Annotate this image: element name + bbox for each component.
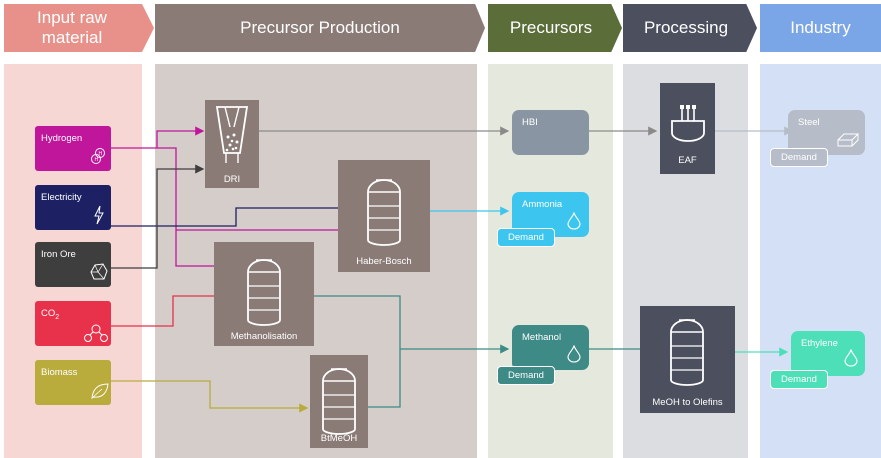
eaf-label: EAF [678,155,697,166]
haber-bosch-label: Haber-Bosch [356,256,412,267]
hbi-label: HBI [522,117,538,128]
flow-biomass [111,380,309,413]
input-co2: CO2 [35,301,111,346]
rock-icon [90,263,108,280]
co2-subscript: 2 [55,313,60,321]
reactor-column-icon [670,319,704,386]
reactor-column-icon [367,179,401,246]
steel-beam-icon [837,133,860,147]
flow-electricity [111,203,355,227]
header-industry: Industry [760,4,881,52]
btmeoh-label: BtMeOH [320,433,358,444]
co2-molecule-icon [84,324,108,342]
flow-iron-ore [111,164,205,269]
input-iron-ore: Iron Ore [35,242,111,287]
electricity-label: Electricity [41,192,82,203]
dri-label: DRI [223,174,241,185]
methanolisation-label: Methanolisation [230,331,298,342]
header-processing: Processing [623,4,757,52]
methanolisation-unit: Methanolisation [214,242,314,346]
header-precursor-production: Precursor Production [155,4,485,52]
ethylene-label: Ethylene [801,338,838,349]
leaf-icon [91,383,109,399]
input-hydrogen: Hydrogen H H [35,126,111,171]
furnace-icon [215,106,249,163]
input-biomass: Biomass [35,360,111,405]
droplet-icon [567,212,581,230]
steel-demand-label: Demand [781,152,817,163]
svg-text:H: H [95,157,99,163]
methanol-card: Methanol [512,325,589,370]
methanol-demand-label: Demand [508,370,544,381]
haber-bosch-unit: Haber-Bosch [338,160,430,272]
ammonia-demand-label: Demand [508,232,544,243]
methanol-label: Methanol [522,332,562,343]
biomass-label: Biomass [41,367,78,378]
hydrogen-molecule-icon: H H [91,148,105,164]
co2-label: CO2 [41,308,59,321]
hbi-card: HBI [512,110,589,155]
lightning-bolt-icon [94,205,104,225]
ammonia-demand-badge: Demand [497,228,555,247]
header-industry-text: Industry [790,18,851,37]
co2-text: CO [41,308,56,319]
header-input: Input raw material [4,4,154,52]
iron-ore-label: Iron Ore [41,249,76,260]
electric-arc-furnace-icon [671,105,705,142]
flow-methanolisation-methanol [289,295,510,354]
ethylene-card: Ethylene [791,331,865,376]
steel-demand-badge: Demand [770,148,828,167]
droplet-icon [567,345,581,363]
hydrogen-label: Hydrogen [41,133,83,144]
svg-text:H: H [99,151,103,157]
steel-card: Steel [788,110,865,155]
mto-unit: MeOH to Olefins [640,306,735,413]
reactor-column-icon [247,259,281,326]
droplet-icon [844,349,858,367]
input-electricity: Electricity [35,185,111,230]
mto-label: MeOH to Olefins [652,397,723,408]
flow-hydrogen [111,147,238,271]
reactor-column-icon [322,368,356,435]
flow-co2 [111,291,235,327]
ammonia-label: Ammonia [522,199,563,210]
header-precursors-text: Precursors [509,18,593,37]
steel-label: Steel [798,117,820,128]
methanol-demand-badge: Demand [497,366,555,385]
eaf-unit: EAF [660,83,715,174]
ethylene-demand-badge: Demand [770,370,828,389]
header-input-text: Input raw material [37,8,107,47]
header-precursors: Precursors [488,4,622,52]
header-precursor-production-text: Precursor Production [240,18,400,37]
ethylene-demand-label: Demand [781,374,817,385]
dri-unit: DRI [205,100,259,188]
header-processing-text: Processing [643,18,729,37]
flow-btmeoh-methanol [367,349,401,408]
btmeoh-unit: BtMeOH [310,355,368,448]
